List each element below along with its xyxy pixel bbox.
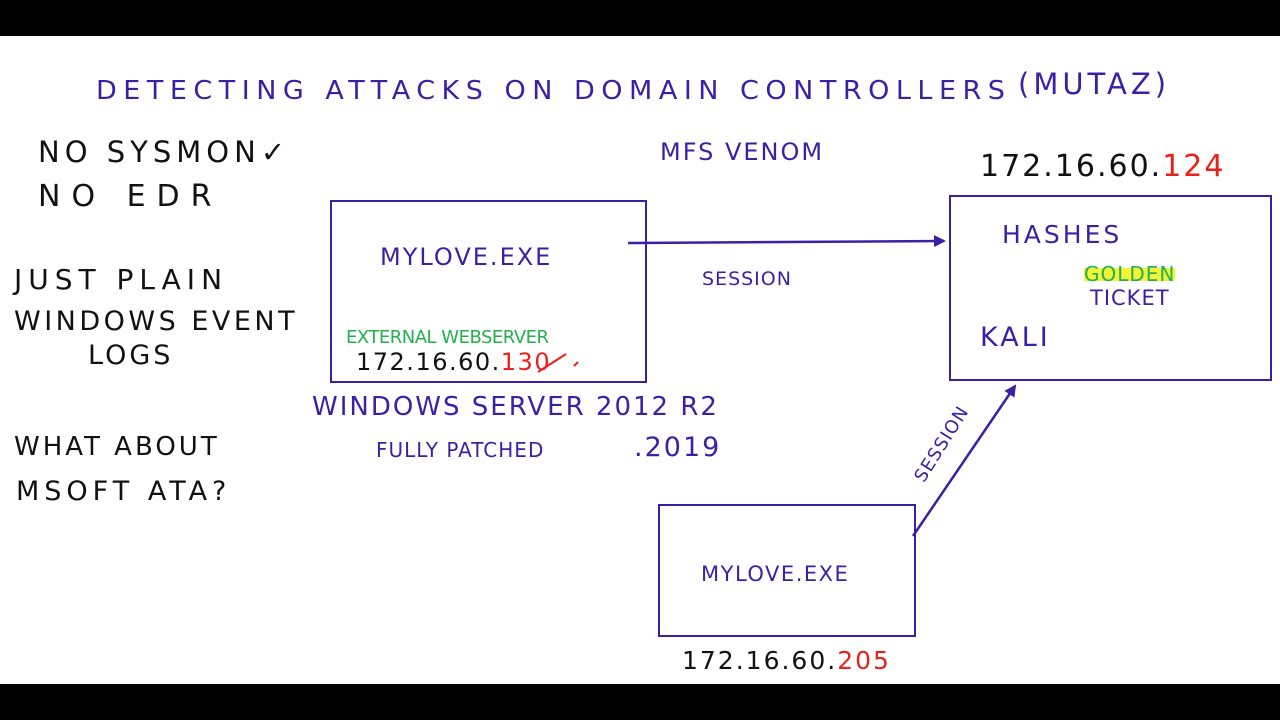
webserver-host-box (330, 200, 647, 383)
kali-ticket-label: TICKET (1090, 286, 1170, 310)
note-no-sysmon-text: NO SYSMON (38, 135, 261, 169)
webserver-ip-prefix: 172.16.60. (356, 348, 501, 376)
diagram-connections (537, 235, 1017, 537)
webserver-os-label: WINDOWS SERVER 2012 R2 (312, 392, 719, 422)
author-label: (MUTAZ) (1018, 67, 1171, 101)
webserver-patch-year: .2019 (634, 432, 722, 463)
kali-ip-prefix: 172.16.60. (980, 149, 1163, 184)
client-host-box (658, 504, 916, 637)
kali-golden-label: GOLDEN (1084, 262, 1176, 286)
webserver-ip-address: 172.16.60.130 (356, 350, 551, 374)
note-windows-event: WINDOWS EVENT (14, 306, 299, 337)
webserver-file-label: MYLOVE.EXE (380, 243, 553, 271)
webserver-role-label: EXTERNAL WEBSERVER (346, 327, 549, 348)
kali-host-box (949, 195, 1272, 381)
client-file-label: MYLOVE.EXE (701, 562, 850, 586)
client-ip-address: 172.16.60.205 (682, 648, 891, 673)
note-msoft-ata: MSOFT ATA? (16, 476, 232, 507)
note-logs: LOGS (88, 340, 174, 371)
client-ip-suffix: 205 (837, 646, 891, 675)
check-mark-icon: ✓ (260, 135, 291, 169)
ip-correction-mark (537, 353, 579, 373)
page-title: DETECTING ATTACKS ON DOMAIN CONTROLLERS (96, 76, 1012, 106)
kali-name-label: KALI (980, 322, 1051, 353)
session-arrow-webserver-to-kali (627, 235, 946, 248)
note-just-plain: JUST PLAIN (14, 263, 229, 296)
whiteboard: DETECTING ATTACKS ON DOMAIN CONTROLLERS … (0, 36, 1280, 684)
kali-hashes-label: HASHES (1002, 220, 1123, 249)
session-label-top: SESSION (702, 268, 792, 290)
kali-ip-address: 172.16.60.124 (980, 152, 1225, 182)
note-no-edr: NO EDR (38, 179, 223, 214)
kali-ip-suffix: 124 (1162, 149, 1226, 184)
note-what-about: WHAT ABOUT (14, 432, 220, 462)
payload-label: MFS VENOM (660, 138, 825, 166)
client-ip-prefix: 172.16.60. (682, 646, 838, 675)
note-no-sysmon: NO SYSMON✓ (38, 138, 290, 167)
webserver-ip-suffix: 130 (500, 348, 552, 376)
webserver-patch-label: FULLY PATCHED (376, 438, 545, 462)
session-arrow-client-to-kali (911, 384, 1017, 537)
